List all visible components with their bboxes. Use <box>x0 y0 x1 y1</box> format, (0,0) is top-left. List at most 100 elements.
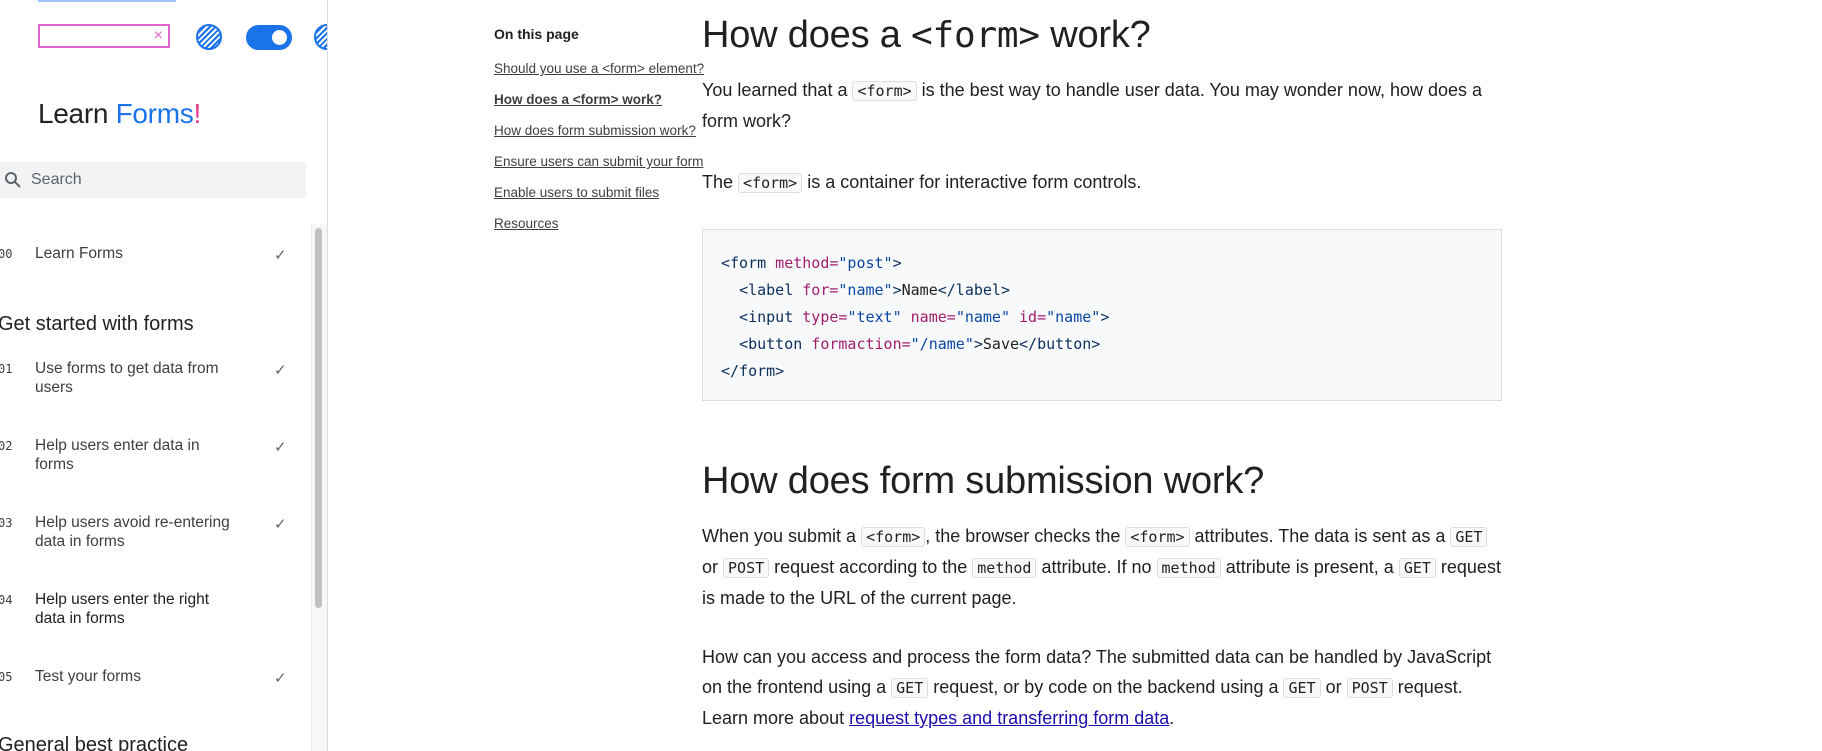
code-token: <button <box>739 335 803 353</box>
text: request is made to the URL of the curren… <box>702 557 1501 608</box>
clear-icon[interactable]: × <box>153 27 163 44</box>
text: . <box>1169 708 1175 728</box>
toc-link-resources[interactable]: Resources <box>494 216 559 231</box>
code-token: </form> <box>721 362 785 380</box>
inline-code: <form> <box>738 173 803 193</box>
dark-mode-toggle[interactable] <box>246 25 292 50</box>
nav-item-label: Help users enter data in forms <box>35 437 200 473</box>
text: or <box>702 557 724 577</box>
code-example[interactable]: <form method="post"> <label for="name">N… <box>702 229 1502 401</box>
code-token: method= <box>766 254 839 272</box>
paragraph-access-data: How can you access and process the form … <box>702 642 1502 733</box>
inline-code: method <box>1156 558 1221 578</box>
search-placeholder: Search <box>31 171 82 188</box>
text: You learned that a <box>702 80 853 100</box>
brand-forms: Forms <box>115 98 194 129</box>
code-token: type= <box>793 308 848 326</box>
nav-item-number: 04 <box>0 593 13 607</box>
toc-link-should-you-use[interactable]: Should you use a <form> element? <box>494 61 705 76</box>
text: attributes. The data is sent as a <box>1189 526 1451 546</box>
request-types-link[interactable]: request types and transferring form data <box>849 708 1170 728</box>
inline-code: GET <box>891 678 929 698</box>
code-token: for= <box>793 281 839 299</box>
nav-item-number: 01 <box>0 362 13 376</box>
code-token: "post" <box>838 254 893 272</box>
nav-item-label: Help users enter the right data in forms <box>35 591 210 627</box>
nav-section-heading: Get started with forms <box>0 313 194 335</box>
nav-item-number: 05 <box>0 670 13 684</box>
theme-stripe-icon[interactable] <box>196 24 222 50</box>
code-token: id= <box>1010 308 1047 326</box>
heading-code: <form> <box>911 15 1040 56</box>
text: request, or by code on the backend using… <box>928 677 1284 697</box>
paragraph-intro: You learned that a <form> is the best wa… <box>702 75 1502 136</box>
code-token: "name" <box>838 281 893 299</box>
text: attribute is present, a <box>1220 557 1399 577</box>
paragraph-container: The <form> is a container for interactiv… <box>702 167 1502 198</box>
toc-link-how-form-works[interactable]: How does a <form> work? <box>494 92 663 107</box>
nav-item-label: Learn Forms <box>35 245 123 262</box>
nav-item-number: 02 <box>0 439 13 453</box>
brand-bang: ! <box>193 98 201 129</box>
check-icon: ✓ <box>274 247 287 264</box>
nav-item-label: Test your forms <box>35 668 141 685</box>
theme-stripe-icon-2[interactable] <box>314 24 327 50</box>
heading-form-submission: How does form submission work? <box>702 460 1265 502</box>
inline-code: POST <box>723 558 770 578</box>
code-token: > <box>1100 308 1110 326</box>
inline-code: method <box>972 558 1037 578</box>
inline-code: <form> <box>1125 527 1190 547</box>
code-token: </label> <box>937 281 1010 299</box>
text: or <box>1320 677 1347 697</box>
toc-link-ensure-submit[interactable]: Ensure users can submit your form <box>494 154 704 169</box>
nav-item-number: 03 <box>0 516 13 530</box>
code-token: Save <box>982 335 1020 353</box>
text: The <box>702 172 739 192</box>
code-token: "text" <box>847 308 902 326</box>
code-token: name= <box>901 308 956 326</box>
text: is a container for interactive form cont… <box>802 172 1142 192</box>
nav-item-label: Help users avoid re-entering data in for… <box>35 514 230 550</box>
top-accent-bar <box>38 0 176 2</box>
code-token: formaction= <box>802 335 911 353</box>
code-token: <form <box>721 254 767 272</box>
inline-code: GET <box>1283 678 1321 698</box>
check-icon: ✓ <box>274 516 287 533</box>
text: , the browser checks the <box>925 526 1126 546</box>
inline-code: GET <box>1398 558 1436 578</box>
toc-title: On this page <box>494 26 579 42</box>
code-token: > <box>892 254 902 272</box>
toc-link-submission[interactable]: How does form submission work? <box>494 123 696 138</box>
code-token: > <box>973 335 983 353</box>
inline-code: GET <box>1450 527 1488 547</box>
sidebar: × Learn Forms! Search 00 Learn Forms ✓ G… <box>0 0 328 751</box>
code-token: "name" <box>1046 308 1101 326</box>
code-token: <input <box>739 308 794 326</box>
heading-text: How does a <box>702 14 912 56</box>
heading-how-form-works: How does a <form> work? <box>702 14 1151 57</box>
code-token: <label <box>739 281 794 299</box>
code-token: "/name" <box>910 335 974 353</box>
code-token: </button> <box>1019 335 1101 353</box>
text: When you submit a <box>702 526 862 546</box>
mini-text-input[interactable]: × <box>38 24 170 48</box>
text: request according to the <box>769 557 973 577</box>
check-icon: ✓ <box>274 362 287 379</box>
paragraph-submission: When you submit a <form>, the browser ch… <box>702 521 1502 613</box>
nav-item-label: Use forms to get data from users <box>35 360 219 396</box>
nav-item-number: 00 <box>0 247 13 261</box>
sidebar-search[interactable]: Search <box>0 162 306 198</box>
on-this-page-toc: On this page Should you use a <form> ele… <box>494 26 724 245</box>
code-token: "name" <box>955 308 1010 326</box>
inline-code: POST <box>1346 678 1393 698</box>
toc-link-submit-files[interactable]: Enable users to submit files <box>494 185 660 200</box>
nav-section-heading: General best practice <box>0 734 189 751</box>
inline-code: <form> <box>861 527 926 547</box>
sidebar-scrollbar-thumb[interactable] <box>315 228 322 608</box>
inline-code: <form> <box>852 81 917 101</box>
code-token: > <box>892 281 902 299</box>
code-token: Name <box>901 281 938 299</box>
site-logo[interactable]: Learn Forms! <box>38 98 201 130</box>
check-icon: ✓ <box>274 439 287 456</box>
heading-text: work? <box>1039 14 1151 56</box>
